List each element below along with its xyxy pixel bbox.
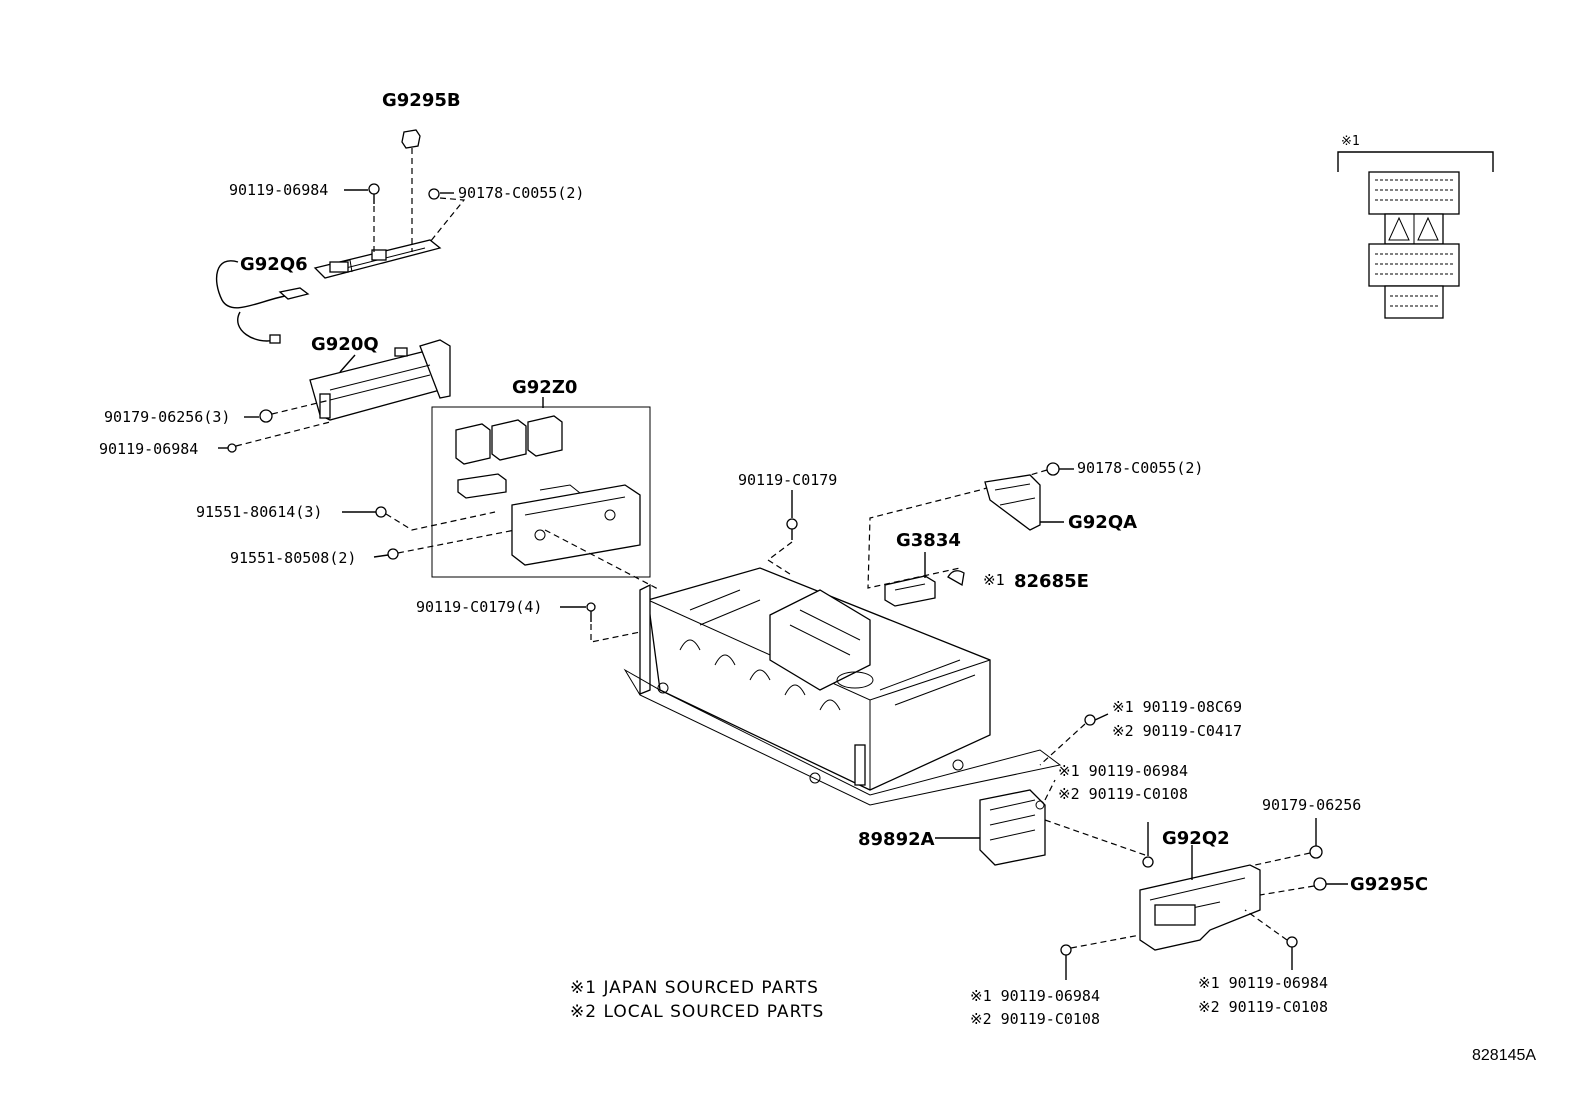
label-g92qa: G92QA (1068, 512, 1137, 533)
label-90119-06984-left: 90119-06984 (99, 440, 198, 458)
label-90119-c0179-4: 90119-C0179(4) (416, 598, 542, 616)
bracket-g920q[interactable] (309, 339, 451, 421)
label-r2a: ※2 90119-C0417 (1112, 722, 1242, 740)
bolt-upper-right[interactable] (1084, 714, 1096, 726)
label-g920q: G920Q (311, 334, 379, 355)
label-91551-80508: 91551-80508(2) (230, 549, 356, 567)
note-82685e: ※1 (983, 571, 1005, 589)
label-r2c: ※2 90119-C0108 (1198, 998, 1328, 1016)
bolt-90119-06984-top[interactable] (368, 183, 380, 204)
label-r1c: ※1 90119-06984 (1198, 974, 1328, 992)
label-90178-c0055-right: 90178-C0055(2) (1077, 459, 1203, 477)
connector-g3834[interactable] (884, 575, 936, 607)
nut-90179-06256-right[interactable] (1309, 845, 1323, 859)
screw-91551-80614[interactable] (375, 506, 387, 518)
harness-g92q6[interactable] (215, 239, 442, 344)
label-g92q2: G92Q2 (1162, 828, 1230, 849)
caution-triangle-icon (1417, 216, 1439, 241)
label-g9295c: G9295C (1350, 874, 1428, 895)
bolt-g92q2-top[interactable] (1142, 856, 1154, 868)
inset-note: ※1 (1341, 134, 1360, 149)
label-82685e: 82685E (1014, 571, 1089, 592)
screw-91551-80508[interactable] (387, 548, 399, 560)
bolt-bottom-left[interactable] (1060, 944, 1072, 980)
battery-tray-assembly (623, 567, 1062, 806)
label-90178-c0055-top: 90178-C0055(2) (458, 184, 584, 202)
label-g92z0: G92Z0 (512, 377, 577, 398)
clip-g9295b[interactable] (401, 129, 421, 149)
clip-g9295c[interactable] (1313, 877, 1327, 891)
diagram-reference-number: 828145A (1472, 1047, 1536, 1064)
inset-warning-label (1337, 151, 1494, 319)
label-90179-06256: 90179-06256 (1262, 796, 1361, 814)
bolt-90119-c0179[interactable] (786, 518, 798, 540)
label-r1d: ※1 90119-06984 (970, 987, 1100, 1005)
label-r1b: ※1 90119-06984 (1058, 762, 1188, 780)
label-g9295b: G9295B (382, 90, 461, 111)
label-90119-c0179: 90119-C0179 (738, 471, 837, 489)
label-r2d: ※2 90119-C0108 (970, 1010, 1100, 1028)
bolt-bottom-right[interactable] (1286, 936, 1298, 970)
bolt-90119-c0179-4[interactable] (586, 602, 596, 622)
label-g3834: G3834 (896, 530, 961, 551)
ecu-89892a[interactable] (979, 789, 1046, 866)
bracket-g92q2[interactable] (1139, 864, 1261, 951)
label-r1a: ※1 90119-08C69 (1112, 698, 1242, 716)
legend-local-sourced: ※2 LOCAL SOURCED PARTS (570, 1002, 824, 1022)
label-90119-06984-top: 90119-06984 (229, 181, 328, 199)
legend-japan-sourced: ※1 JAPAN SOURCED PARTS (570, 978, 819, 998)
nut-90178-c0055-top[interactable] (428, 188, 440, 200)
nut-90178-c0055-right[interactable] (1046, 462, 1060, 476)
relay-box-g92z0[interactable] (431, 406, 651, 578)
warning-triangle-icon (1388, 216, 1410, 241)
bracket-g92qa[interactable] (984, 474, 1041, 531)
nut-90179-06256[interactable] (259, 409, 273, 423)
label-g92q6: G92Q6 (240, 254, 308, 275)
bolt-90119-06984-left[interactable] (227, 443, 237, 453)
label-91551-80614: 91551-80614(3) (196, 503, 322, 521)
label-89892a: 89892A (858, 829, 935, 850)
label-r2b: ※2 90119-C0108 (1058, 785, 1188, 803)
label-90179-06256-3: 90179-06256(3) (104, 408, 230, 426)
label-82685e[interactable] (947, 570, 965, 587)
